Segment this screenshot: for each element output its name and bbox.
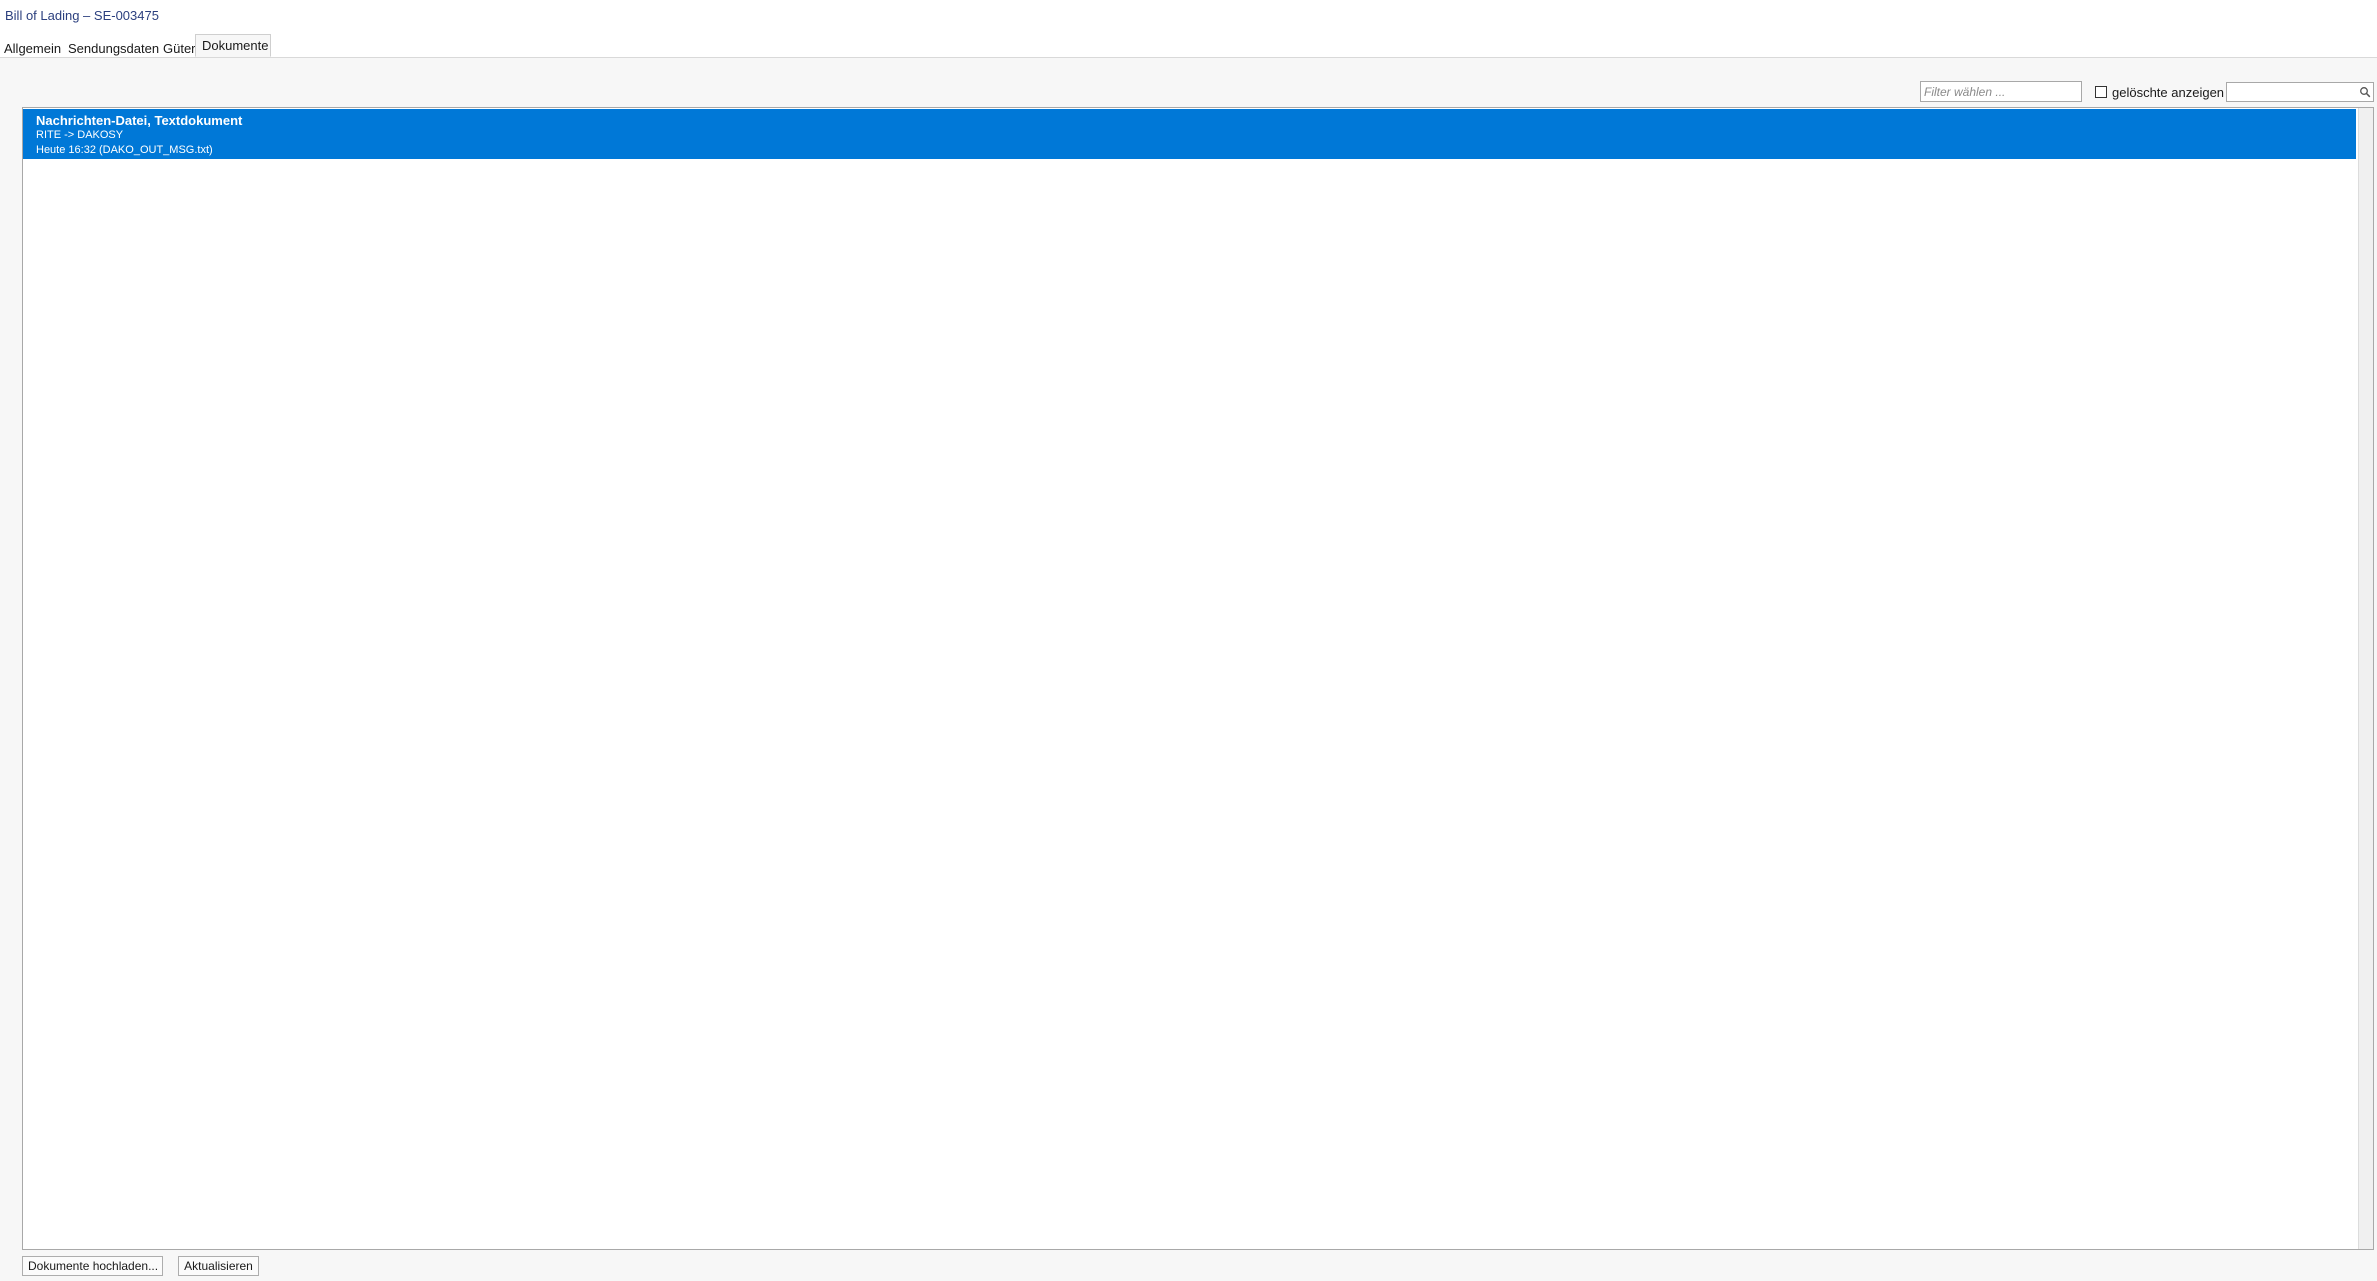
tab-strip: Allgemein Sendungsdaten Güter Dokumente [0, 30, 2377, 58]
document-list: Nachrichten-Datei, Textdokument RITE -> … [22, 107, 2374, 1250]
refresh-button[interactable]: Aktualisieren [178, 1256, 259, 1276]
tab-gueter[interactable]: Güter [163, 41, 196, 56]
tab-allgemein[interactable]: Allgemein [4, 41, 62, 56]
search-icon[interactable] [2359, 86, 2371, 98]
list-item[interactable]: Nachrichten-Datei, Textdokument RITE -> … [23, 109, 2356, 159]
document-meta: Heute 16:32 (DAKO_OUT_MSG.txt) [36, 144, 213, 156]
show-deleted-toggle[interactable]: gelöschte anzeigen [2095, 84, 2224, 100]
title-bar: Bill of Lading – SE-003475 [0, 0, 2377, 30]
window-title: Bill of Lading – SE-003475 [5, 8, 159, 23]
tab-dokumente[interactable]: Dokumente [195, 34, 271, 57]
tab-sendungsdaten[interactable]: Sendungsdaten [68, 41, 160, 56]
document-title: Nachrichten-Datei, Textdokument [36, 113, 243, 128]
upload-documents-button[interactable]: Dokumente hochladen... [22, 1256, 163, 1276]
vertical-scrollbar[interactable] [2358, 108, 2373, 1249]
show-deleted-checkbox[interactable] [2095, 86, 2107, 98]
document-route: RITE -> DAKOSY [36, 129, 124, 141]
search-input[interactable] [2226, 82, 2374, 102]
filter-input[interactable] [1920, 81, 2082, 102]
show-deleted-label: gelöschte anzeigen [2112, 84, 2225, 100]
